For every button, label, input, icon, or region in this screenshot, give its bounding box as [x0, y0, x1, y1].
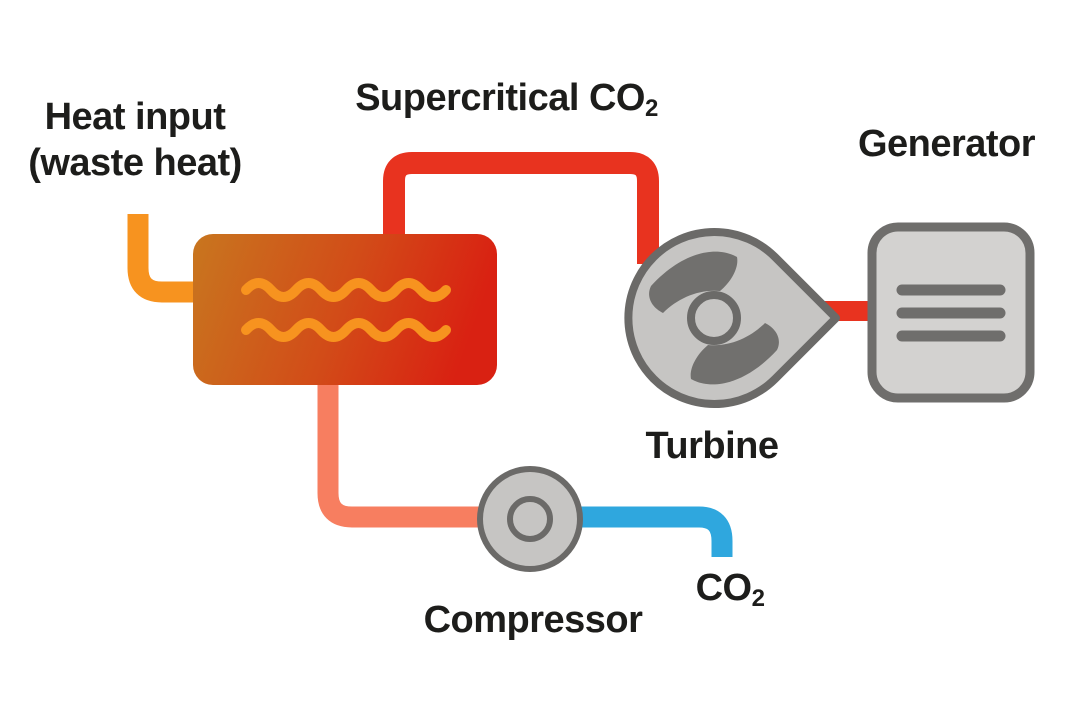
- supercritical-co2-pipe: [383, 152, 659, 264]
- heat-input-pipe: [127, 214, 202, 303]
- compressor-hub: [507, 496, 553, 542]
- co2-label: CO2: [670, 566, 790, 612]
- supercritical-co2-label-text: Supercritical CO: [355, 77, 645, 119]
- heat-input-label: Heat input (waste heat): [0, 95, 270, 186]
- co2-label-text: CO: [695, 567, 753, 609]
- generator-label: Generator: [857, 123, 1036, 165]
- generator-icon: [867, 222, 1035, 403]
- heat-input-label-line1: Heat input: [44, 96, 226, 138]
- supercritical-co2-label: Supercritical CO2: [339, 76, 674, 122]
- turbine-blade-top: [649, 251, 738, 313]
- turbine-fan-icon: [624, 228, 840, 408]
- compressor-label: Compressor: [423, 599, 643, 641]
- turbine-hub: [687, 291, 741, 345]
- generator-winding-lines-icon: [896, 284, 1006, 342]
- heat-input-label-line2: (waste heat): [28, 141, 242, 184]
- turbine-blade-bottom: [690, 323, 779, 385]
- co2-inlet-pipe: [572, 506, 733, 557]
- heat-waves-icon: [241, 278, 451, 342]
- co2-label-subscript: 2: [751, 585, 765, 612]
- turbine-label: Turbine: [645, 425, 779, 467]
- heat-exchanger-icon: [193, 234, 497, 385]
- heat-exchanger-body: [193, 234, 497, 385]
- cooled-co2-pipe: [317, 378, 488, 528]
- compressor-icon: [477, 466, 583, 572]
- supercritical-co2-label-subscript: 2: [644, 95, 658, 122]
